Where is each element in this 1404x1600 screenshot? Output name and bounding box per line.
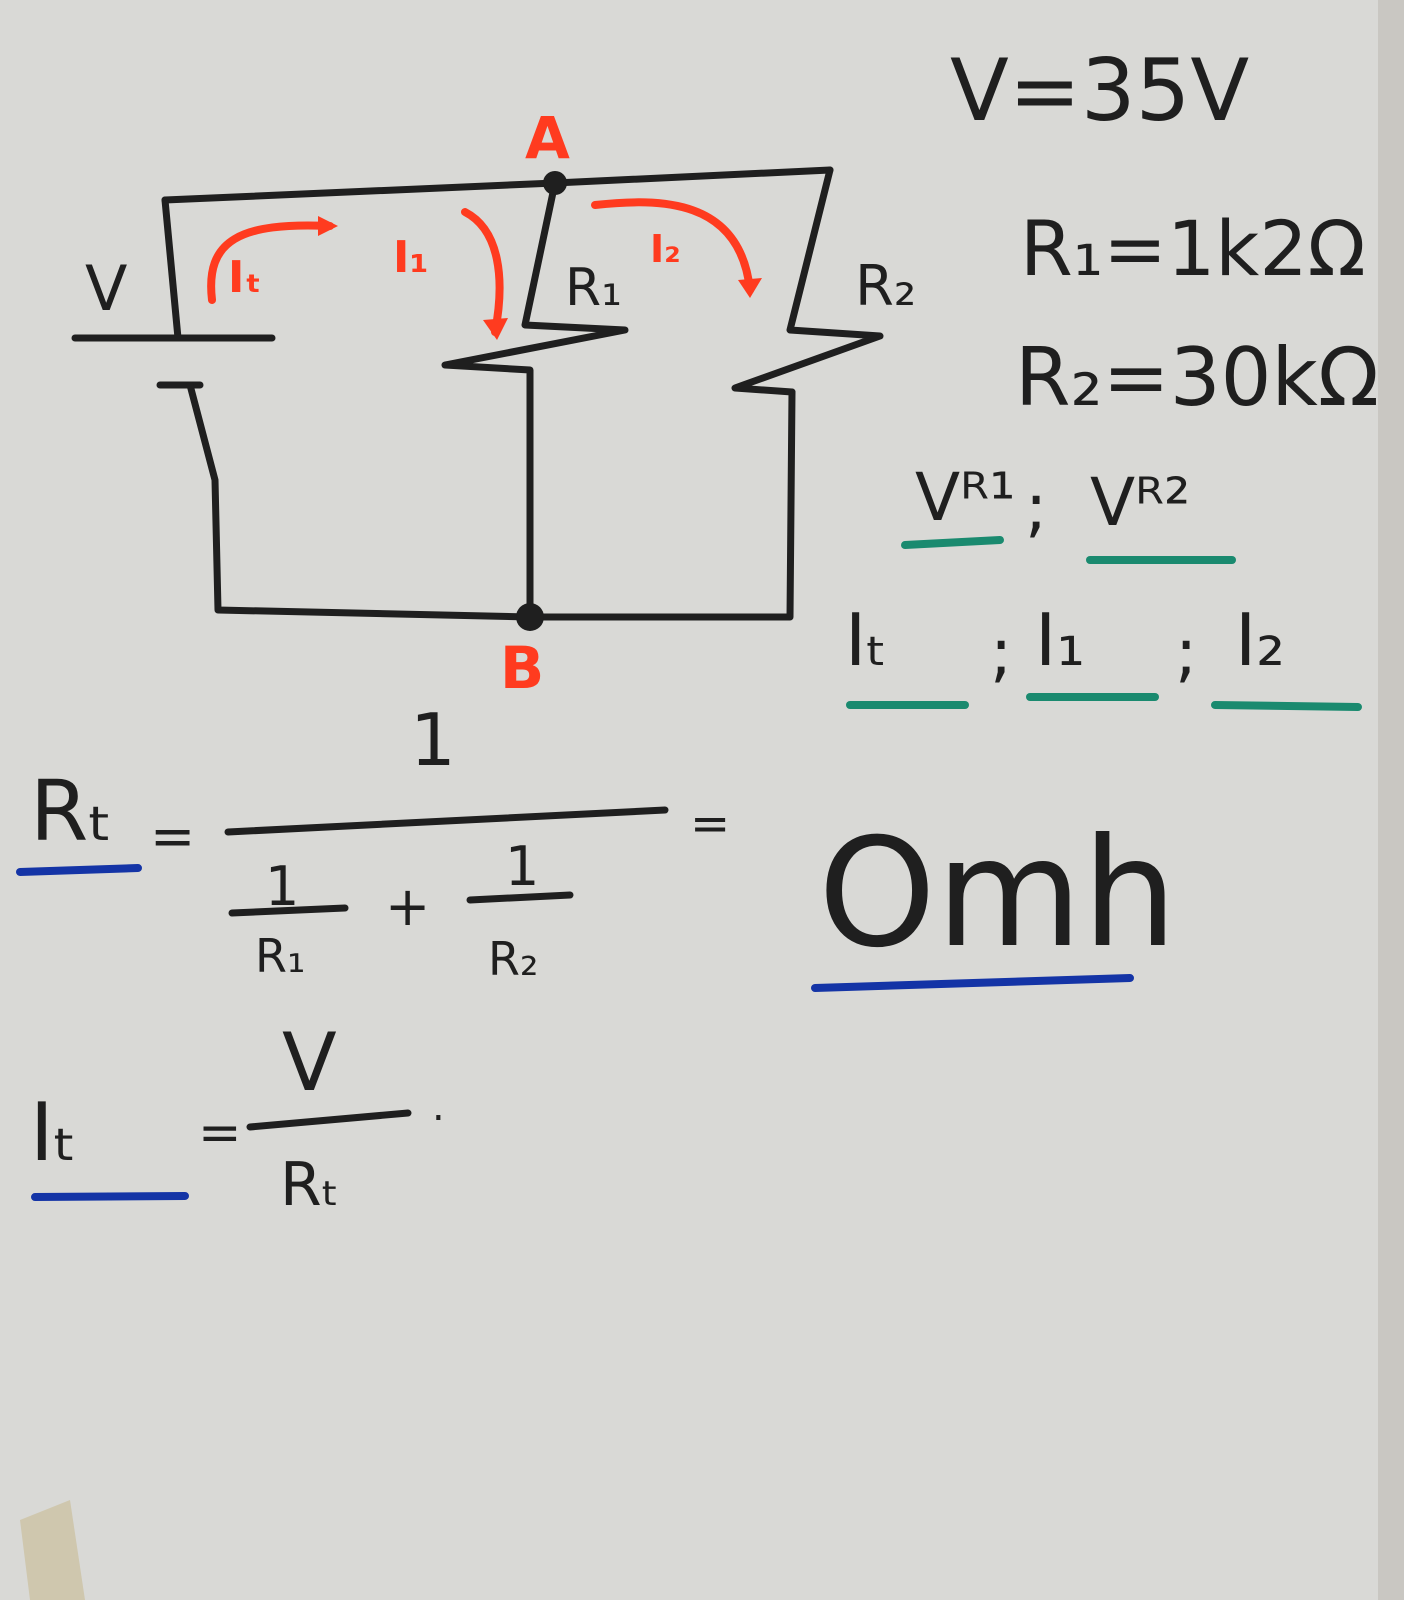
circuit-diagram: V A B R₁ R₂ Iₜ I₁ I₂ <box>71 104 916 702</box>
current-1-arrow <box>461 208 504 336</box>
rt-den-den-1: R₁ <box>255 929 305 983</box>
source-label: V <box>85 252 127 325</box>
it-equals: = <box>198 1103 242 1163</box>
node-b-label: B <box>500 634 544 702</box>
current-total-label: Iₜ <box>228 252 261 303</box>
it-trailing: . <box>432 1084 445 1130</box>
board-edge <box>1378 0 1404 1600</box>
rt-den-num-2: 1 <box>505 835 539 898</box>
unknown-vr2: Vᴿ² <box>1090 464 1190 541</box>
underline-i2 <box>1211 701 1362 711</box>
given-r2: R₂=30kΩ <box>1015 331 1379 424</box>
wire-left-upper <box>161 196 182 342</box>
it-numerator: V <box>282 1016 337 1109</box>
rt-den-bar-2 <box>466 891 574 904</box>
arrow-head-it <box>318 216 338 236</box>
unknown-sep-2: ; <box>990 614 1012 691</box>
r2-label: R₂ <box>855 254 916 319</box>
ohm-note-text: Omh <box>818 807 1177 981</box>
formula-total-current: Iₜ = V Rₜ . <box>30 1016 445 1220</box>
rt-trailing-equals: = <box>690 796 730 852</box>
rt-equals: = <box>150 805 195 868</box>
ohm-note: Omh <box>811 807 1177 992</box>
unknown-it: Iₜ <box>845 598 887 682</box>
formula-total-resistance: Rₜ = 1 1 R₁ + 1 R₂ = <box>16 698 730 986</box>
unknown-sep-3: ; <box>1175 614 1197 691</box>
given-values: V=35V R₁=1k2Ω R₂=30kΩ <box>950 41 1379 424</box>
tape-corner <box>20 1500 85 1600</box>
resistor-r2-branch <box>731 166 884 396</box>
underline-rt <box>16 864 142 876</box>
node-a-dot <box>543 171 567 195</box>
current-2-arrow <box>591 198 754 294</box>
rt-den-den-2: R₂ <box>488 932 538 986</box>
underline-vr1 <box>901 536 1004 549</box>
rt-lhs: Rₜ <box>30 762 113 860</box>
node-a-label: A <box>525 104 570 172</box>
unknown-vr1: Vᴿ¹ <box>915 459 1015 536</box>
r1-label: R₁ <box>565 258 622 318</box>
it-fraction-bar <box>246 1109 412 1131</box>
unknown-i2: I₂ <box>1235 598 1285 682</box>
rt-numerator: 1 <box>410 698 456 782</box>
current-2-label: I₂ <box>650 227 681 271</box>
unknowns: Vᴿ¹ ; Vᴿ² Iₜ ; I₁ ; I₂ <box>845 459 1362 711</box>
underline-ohm <box>811 974 1134 992</box>
it-denominator: Rₜ <box>280 1150 339 1220</box>
given-r1: R₁=1k2Ω <box>1020 204 1366 293</box>
rt-den-bar-1 <box>228 904 349 917</box>
unknown-sep-1: ; <box>1025 469 1047 546</box>
arrow-head-i1 <box>483 318 508 340</box>
wire-bottom-left <box>186 381 534 621</box>
underline-it-formula <box>31 1192 189 1201</box>
rt-fraction-bar <box>224 806 669 836</box>
arrow-head-i2 <box>738 278 762 298</box>
node-b-dot <box>516 603 544 631</box>
current-1-label: I₁ <box>393 232 429 283</box>
given-voltage: V=35V <box>950 41 1249 141</box>
current-total-arrow <box>207 221 334 304</box>
unknown-i1: I₁ <box>1035 598 1085 682</box>
it-lhs: Iₜ <box>30 1086 77 1179</box>
resistor-r1-branch <box>441 179 629 621</box>
wire-bottom-right <box>526 388 796 621</box>
rt-plus: + <box>385 875 430 938</box>
